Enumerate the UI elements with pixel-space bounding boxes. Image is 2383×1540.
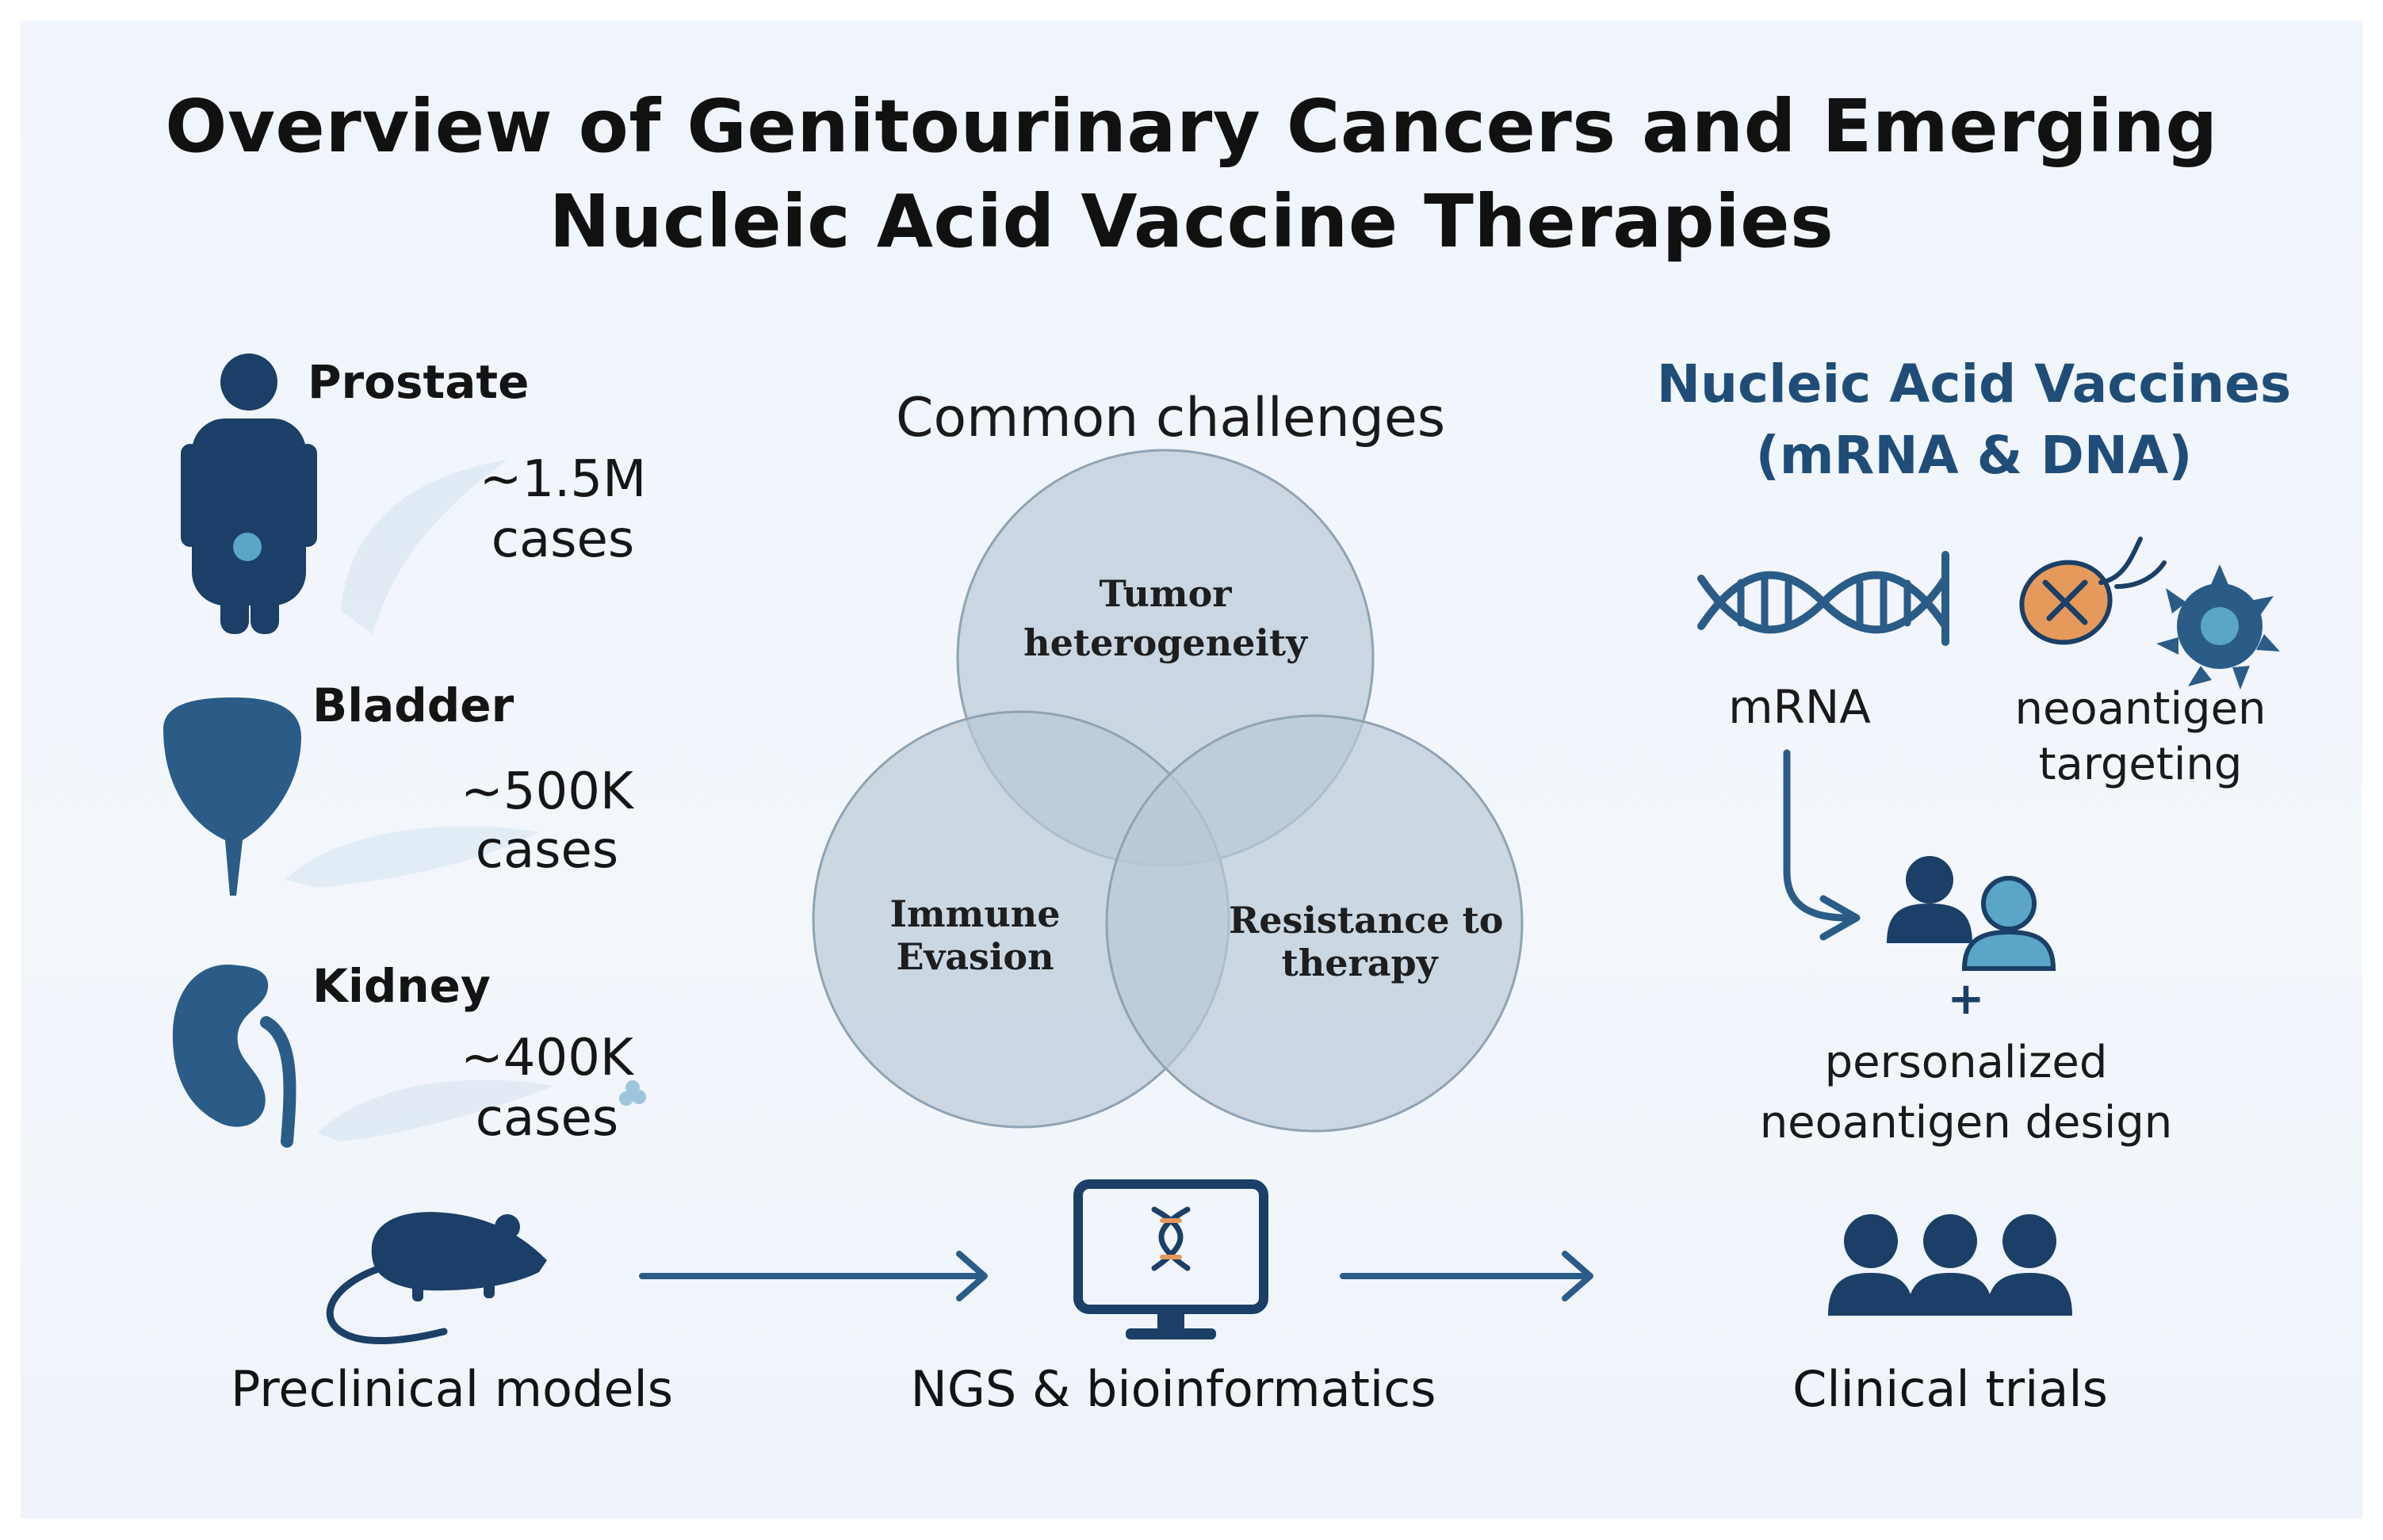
cancer-name-prostate: Prostate (308, 355, 530, 409)
cancer-count-kidney: ~400K (461, 1029, 633, 1087)
cancer-unit-kidney: cases (475, 1089, 619, 1148)
vaccines-heading-line-2: (mRNA & DNA) (1755, 425, 2193, 486)
pipeline-label-clinical: Clinical trials (1792, 1360, 2108, 1418)
cancer-count-bladder: ~500K (461, 762, 633, 821)
vaccines-heading-line-1: Nucleic Acid Vaccines (1656, 353, 2292, 415)
cancer-unit-prostate: cases (491, 510, 635, 569)
venn-label-immune-line-1: Immune (889, 892, 1061, 935)
venn-label-immune-line-2: Evasion (896, 935, 1054, 978)
mrna-label: mRNA (1728, 680, 1871, 734)
cancer-count-prostate: ~1.5M (479, 450, 647, 509)
cancer-name-bladder: Bladder (312, 678, 514, 732)
neoantigen-label-line-2: targeting (2038, 739, 2243, 790)
title-line-1: Overview of Genitourinary Cancers and Em… (165, 84, 2218, 169)
plus-sign: + (1947, 973, 1985, 1025)
title-line-2: Nucleic Acid Vaccine Therapies (549, 179, 1834, 264)
cancer-unit-bladder: cases (475, 821, 619, 880)
cancer-name-kidney: Kidney (312, 959, 491, 1013)
design-label-line-1: personalized (1824, 1037, 2108, 1088)
neoantigen-label-line-1: neoantigen (2014, 683, 2266, 735)
venn-label-resistance-line-2: therapy (1281, 942, 1438, 984)
venn-label-tumor-line-2: heterogeneity (1023, 621, 1307, 664)
pipeline-label-ngs: NGS & bioinformatics (910, 1360, 1436, 1418)
challenges-heading: Common challenges (896, 387, 1446, 449)
design-label-line-2: neoantigen design (1759, 1097, 2173, 1148)
pipeline-label-preclinical: Preclinical models (231, 1360, 673, 1418)
venn-label-tumor-line-1: Tumor (1099, 572, 1232, 615)
venn-circle-resistance (1105, 714, 1524, 1133)
venn-label-resistance-line-1: Resistance to (1229, 899, 1504, 942)
